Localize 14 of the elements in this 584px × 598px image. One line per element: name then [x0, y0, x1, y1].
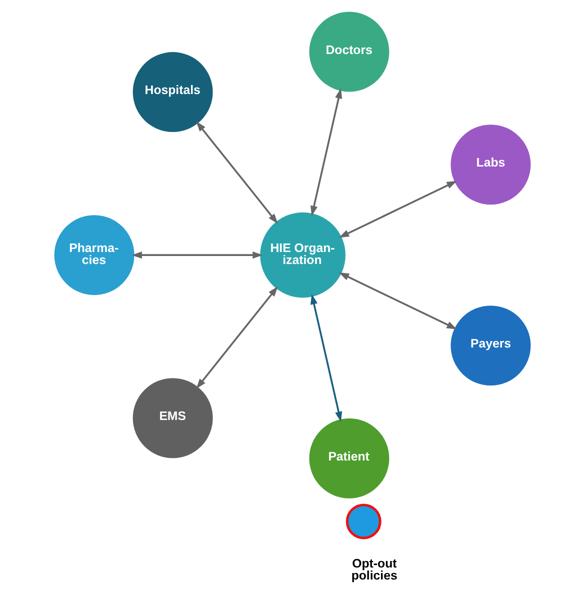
arrow — [310, 294, 342, 422]
arrow — [338, 272, 456, 330]
node-circle: Doctors — [308, 12, 389, 92]
node-circle: Pharma- cies — [54, 215, 134, 296]
node-circle: Payers — [450, 306, 530, 386]
arrow — [338, 180, 456, 238]
arrow — [310, 88, 342, 216]
node-circle: Patient — [308, 418, 389, 498]
arrow — [131, 252, 262, 259]
node-circle: Labs — [450, 124, 530, 205]
node-circle — [345, 504, 381, 540]
arrow — [196, 121, 278, 224]
arrow — [196, 286, 278, 389]
node-label: Opt-out policies — [350, 556, 397, 583]
